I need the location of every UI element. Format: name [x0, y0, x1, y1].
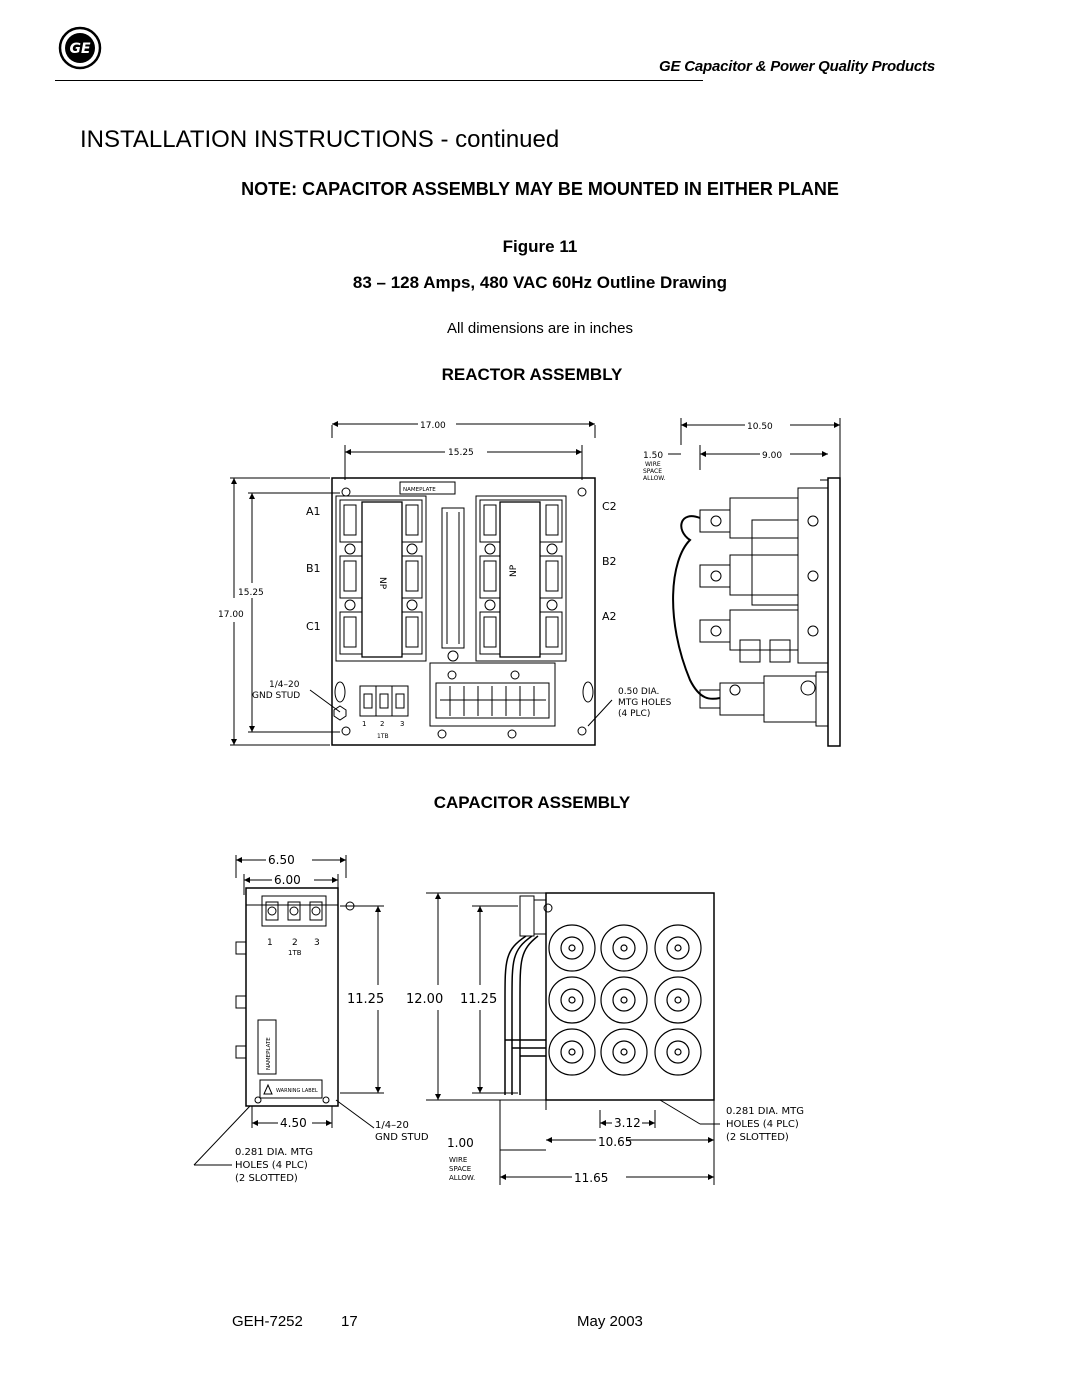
- reactor-phase-a2: A2: [602, 610, 617, 623]
- cap-dim-1125-left: 11.25: [347, 992, 384, 1007]
- footer-date: May 2003: [577, 1313, 643, 1330]
- cap-gnd-stud-line2: GND STUD: [375, 1132, 429, 1143]
- reactor-dim-depth-outer: 10.50: [747, 422, 773, 432]
- reactor-side-view: [668, 418, 841, 747]
- figure-caption: 83 – 128 Amps, 480 VAC 60Hz Outline Draw…: [352, 273, 728, 292]
- reactor-dim-width-outer: 17.00: [420, 421, 446, 431]
- cap-mtg-left-line3: (2 SLOTTED): [235, 1173, 298, 1184]
- reactor-wire-allow-line2: SPACE: [643, 468, 662, 475]
- footer-page-number: 17: [341, 1313, 358, 1330]
- header-rule: [55, 80, 703, 81]
- page-title: INSTALLATION INSTRUCTIONS - continued: [80, 126, 560, 153]
- cap-dim-600: 6.00: [274, 873, 301, 887]
- cap-gnd-stud-line1: 1/4–20: [375, 1120, 409, 1131]
- reactor-terminal-block: 1TB: [377, 733, 389, 740]
- cap-mtg-right-line3: (2 SLOTTED): [726, 1132, 789, 1143]
- reactor-heading: REACTOR ASSEMBLY: [441, 365, 623, 384]
- reactor-nameplate: NAMEPLATE: [403, 487, 436, 493]
- reactor-mtg-holes-line3: (4 PLC): [618, 709, 650, 719]
- cap-dim-100: 1.00: [447, 1136, 474, 1150]
- cap-dim-1165: 11.65: [574, 1171, 608, 1185]
- reactor-np-left: NP: [377, 577, 387, 590]
- reactor-phase-b1: B1: [306, 562, 321, 575]
- brand-line: GE Capacitor & Power Quality Products: [659, 58, 935, 75]
- cap-terminal-1: 1: [267, 938, 273, 948]
- reactor-np-right: NP: [509, 564, 519, 577]
- cap-mtg-right-line2: HOLES (4 PLC): [726, 1119, 799, 1130]
- cap-dim-450: 4.50: [280, 1116, 307, 1130]
- reactor-dim-depth-inner: 9.00: [762, 451, 782, 461]
- reactor-wire-allow-line3: ALLOW.: [643, 475, 666, 482]
- reactor-dim-height-outer: 17.00: [218, 610, 244, 620]
- cap-dim-1125-right: 11.25: [460, 992, 497, 1007]
- cap-dim-312: 3.12: [614, 1116, 641, 1130]
- reactor-mtg-holes-line2: MTG HOLES: [618, 698, 672, 708]
- reactor-terminal-3: 3: [400, 720, 404, 728]
- cap-terminal-3: 3: [314, 938, 320, 948]
- cap-mtg-left-line2: HOLES (4 PLC): [235, 1160, 308, 1171]
- mounting-note: NOTE: CAPACITOR ASSEMBLY MAY BE MOUNTED …: [241, 179, 839, 199]
- reactor-phase-b2: B2: [602, 555, 617, 568]
- capacitor-side-view: [426, 892, 720, 1185]
- reactor-terminal-1: 1: [362, 720, 366, 728]
- reactor-dim-width-inner: 15.25: [448, 448, 474, 458]
- reactor-phase-a1: A1: [306, 505, 321, 518]
- cap-mtg-left-line1: 0.281 DIA. MTG: [235, 1147, 313, 1158]
- footer-doc-number: GEH-7252: [232, 1313, 303, 1330]
- cap-wire-allow-line3: ALLOW.: [449, 1174, 475, 1182]
- units-note: All dimensions are in inches: [447, 320, 633, 337]
- capacitor-heading: CAPACITOR ASSEMBLY: [433, 793, 631, 812]
- cap-wire-allow-line1: WIRE: [449, 1156, 467, 1164]
- reactor-gnd-stud-line2: GND STUD: [252, 691, 300, 701]
- reactor-phase-c2: C2: [602, 500, 617, 513]
- cap-warning-label: WARNING LABEL: [276, 1088, 318, 1094]
- capacitor-cans: [548, 924, 702, 1076]
- reactor-gnd-stud-line1: 1/4–20: [269, 680, 300, 690]
- ge-logo-text: GE: [69, 41, 90, 57]
- cap-terminal-2: 2: [292, 938, 298, 948]
- cap-dim-650: 6.50: [268, 853, 295, 867]
- reactor-phase-c1: C1: [306, 620, 321, 633]
- cap-nameplate: NAMEPLATE: [266, 1037, 272, 1070]
- reactor-mtg-holes-line1: 0.50 DIA.: [618, 687, 659, 697]
- reactor-wire-allow-line1: WIRE: [645, 461, 661, 468]
- ge-logo: GE: [58, 26, 102, 70]
- cap-mtg-right-line1: 0.281 DIA. MTG: [726, 1106, 804, 1117]
- reactor-dim-height-inner: 15.25: [238, 588, 264, 598]
- capacitor-front-view: [193, 855, 384, 1166]
- cap-terminal-block: 1TB: [288, 949, 302, 957]
- cap-dim-1200: 12.00: [406, 992, 443, 1007]
- reactor-front-view: [230, 421, 613, 746]
- cap-dim-1065: 10.65: [598, 1135, 632, 1149]
- cap-wire-allow-line2: SPACE: [449, 1165, 471, 1173]
- figure-label: Figure 11: [502, 237, 578, 256]
- reactor-wire-allow-dim: 1.50: [643, 451, 663, 461]
- reactor-terminal-2: 2: [380, 720, 384, 728]
